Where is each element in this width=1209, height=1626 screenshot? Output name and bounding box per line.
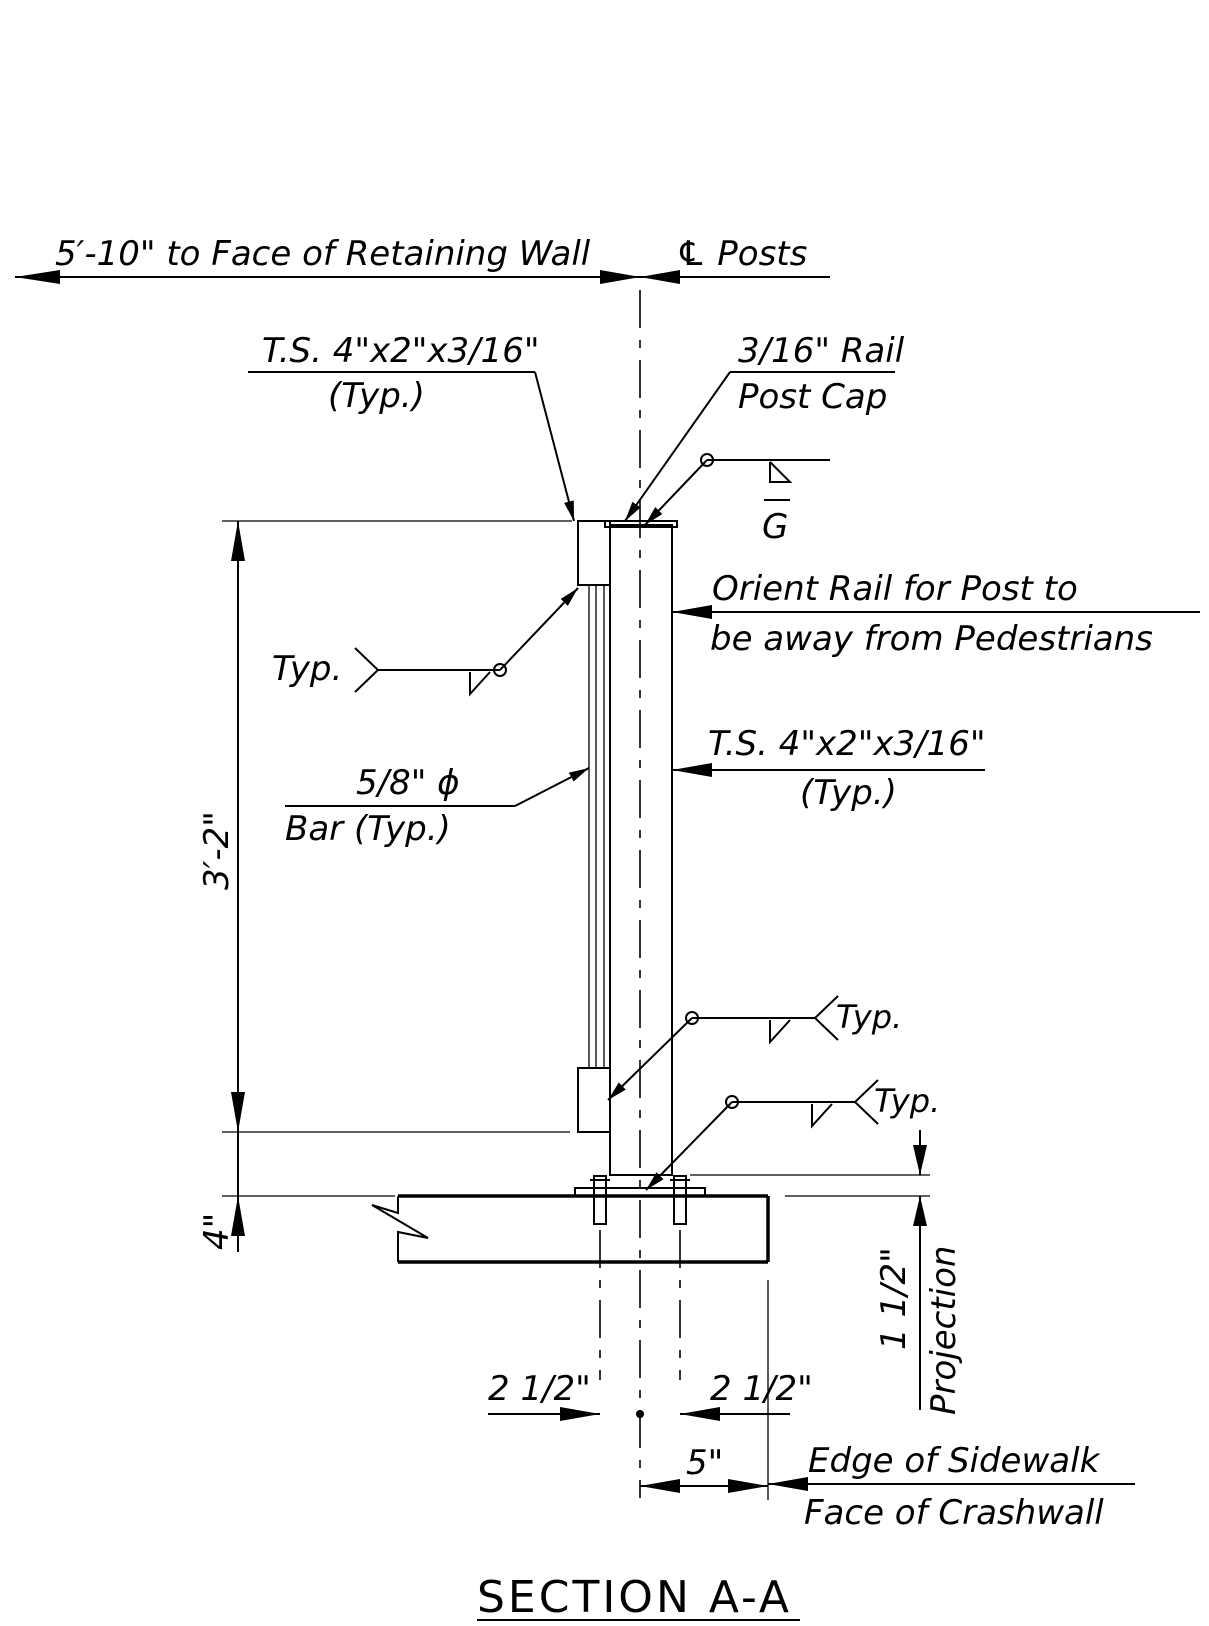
weld-lower-1-all-around-icon [685,1011,699,1025]
height-arrow-top [231,521,245,561]
bar-label-2: Bar (Typ.) [285,809,451,849]
section-title: SECTION A-A [477,1572,800,1623]
projection-arrow-up [913,1196,927,1226]
weld-left-leader [499,587,579,671]
edge-callout: Edge of Sidewalk Face of Crashwall [768,1441,1135,1533]
ts-top-left-leader [534,371,575,522]
edge-label-1: Edge of Sidewalk [808,1441,1101,1481]
bolt-offset-dimensions: 2 1/2" 2 1/2" [488,1369,813,1421]
post-cap-label-1: 3/16" Rail [738,331,905,371]
weld-g-leader [644,459,708,526]
wall-dimension-label: 5′-10" to Face of Retaining Wall [55,234,591,274]
bolt-right-arrow [680,1407,720,1421]
typ-weld-lower-2: Typ. [645,1079,940,1191]
bottom-rail-tube [577,1067,611,1133]
typ-left-label: Typ. [272,649,342,689]
weld-g-label: G [762,507,788,547]
anchor-bolt-right [673,1175,687,1225]
ts-top-left-label-1: T.S. 4"x2"x3/16" [262,331,540,371]
post-cap-label-2: Post Cap [738,377,887,417]
edge-label-2: Face of Crashwall [804,1493,1104,1533]
weld-lower-2-fillet-icon [811,1103,833,1129]
ts-right-callout: T.S. 4"x2"x3/16" (Typ.) [672,724,986,813]
height-label: 3′-2" [197,811,237,890]
base-assembly [371,1175,770,1500]
centerline-dot [636,1410,644,1418]
section-title-text: SECTION A-A [477,1572,792,1623]
cl-posts-label: ℄ Posts [676,234,807,274]
anchor-bolt-left [593,1175,607,1225]
five-inch-dimension: 5" [640,1443,768,1493]
wall-dimension-arrow-left [15,270,60,284]
projection-label: Projection [924,1246,964,1415]
projection-arrow-down [913,1145,927,1175]
bar-label-1: 5/8" ϕ [356,763,460,803]
rail-post-cap [604,520,678,528]
orient-callout: Orient Rail for Post to be away from Ped… [672,569,1200,659]
cl-posts-arrow [640,270,680,284]
orient-label-2: be away from Pedestrians [710,619,1153,659]
typ-weld-lower-1: Typ. [607,995,902,1101]
weld-lower-1-fillet-icon [769,1019,791,1045]
edge-arrow [768,1477,808,1491]
top-rail-tube [577,520,611,586]
five-inch-arrow-left [640,1479,680,1493]
five-inch-label: 5" [686,1443,723,1483]
ts-top-left-label-2: (Typ.) [328,376,425,416]
orient-label-1: Orient Rail for Post to [712,569,1078,609]
weld-all-around-icon [700,453,714,467]
height-arrow-bottom [231,1092,245,1132]
ts-right-label-1: T.S. 4"x2"x3/16" [708,724,986,764]
height-dimension: 3′-2" 4" [197,520,572,1252]
typ-lower-1-label: Typ. [836,998,902,1036]
typ-lower-2-label: Typ. [874,1082,940,1120]
four-inch-arrow [231,1196,245,1236]
projection-dimension: 1 1/2" Projection [690,1130,964,1415]
orient-arrow [672,605,712,619]
post-cap-callout: 3/16" Rail Post Cap [624,331,905,522]
bar-leader [514,767,590,807]
wall-dimension-arrow-right [600,270,640,284]
weld-left-all-around-icon [493,663,507,677]
weld-symbol-g: G [644,453,830,547]
weld-tail-left [354,647,380,693]
ts-right-arrow [672,763,712,777]
wall-dimension: 5′-10" to Face of Retaining Wall ℄ Posts [15,234,830,284]
weld-left-fillet-icon [469,671,491,697]
fillet-weld-icon [769,461,793,483]
post [609,524,673,1176]
weld-lower-2-leader [645,1101,733,1191]
break-line [371,1196,429,1262]
weld-lower-2-all-around-icon [725,1095,739,1109]
weld-lower-2-tail [853,1079,879,1125]
five-inch-arrow-right [728,1479,768,1493]
bolt-left-label: 2 1/2" [488,1369,591,1409]
bar-callout: 5/8" ϕ Bar (Typ.) [285,763,590,849]
bolt-right-label: 2 1/2" [710,1369,813,1409]
weld-lower-1-tail [813,995,839,1041]
weld-lower-1-leader [607,1017,693,1101]
ts-top-left-callout: T.S. 4"x2"x3/16" (Typ.) [248,331,575,522]
four-inch-label: 4" [197,1213,237,1250]
ts-right-label-2: (Typ.) [800,773,897,813]
post-cap-leader [624,371,731,522]
typ-weld-left: Typ. [272,587,579,697]
projection-value: 1 1/2" [874,1247,914,1350]
post-assembly [577,520,678,1176]
bolt-left-arrow [560,1407,600,1421]
